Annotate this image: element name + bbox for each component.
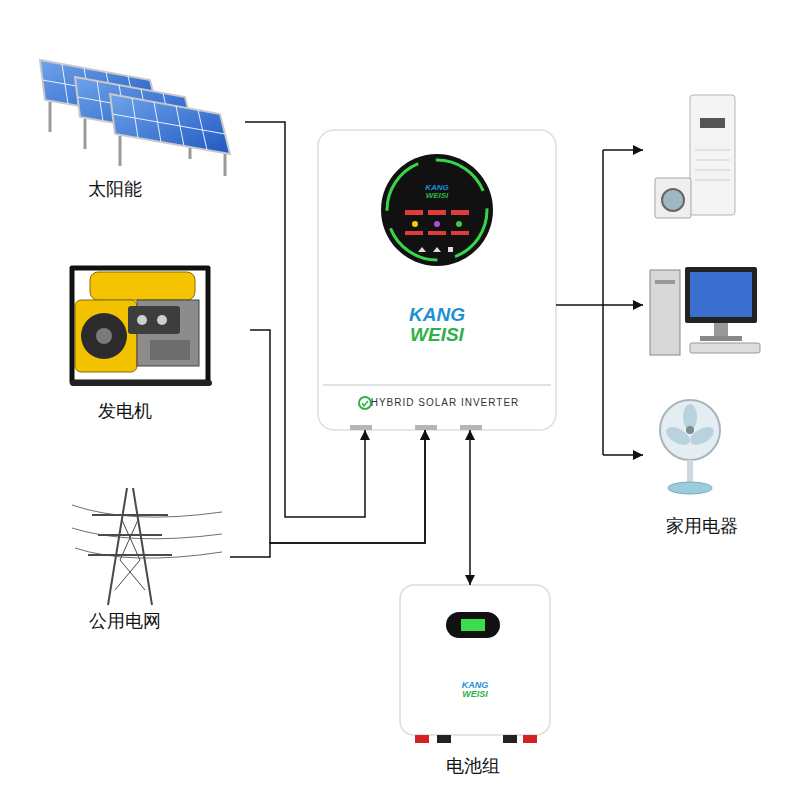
appliances-picture-part-part xyxy=(695,160,730,161)
inverter-picture-part xyxy=(318,130,556,430)
connector-arrow xyxy=(230,430,425,557)
appliances-picture-part xyxy=(690,343,760,353)
brand-logo: KANG WEISI xyxy=(425,184,449,201)
connectors xyxy=(230,122,643,585)
power-tower-picture xyxy=(72,488,222,605)
generator-picture-part xyxy=(157,315,167,325)
inverter-picture-part xyxy=(451,231,469,235)
connector-arrow xyxy=(250,330,425,543)
battery-picture-part xyxy=(461,619,485,631)
product-label: HYBRID SOLAR INVERTER xyxy=(371,397,520,409)
generator-picture-part xyxy=(96,328,112,344)
grid-source: 公用电网 xyxy=(70,470,230,630)
appliances-picture-part xyxy=(695,150,730,180)
battery-picture-part xyxy=(437,735,451,743)
inverter-picture-part xyxy=(405,210,423,215)
appliances-picture-part xyxy=(685,267,757,323)
generator-picture-part xyxy=(90,272,195,300)
node-label: 发电机 xyxy=(98,401,152,423)
battery-box: KANG WEISI电池组 xyxy=(400,585,550,735)
generator-picture-part xyxy=(150,340,190,360)
inverter-picture-part xyxy=(428,210,446,215)
generator-picture-part xyxy=(81,313,127,359)
node-label: 家用电器 xyxy=(666,516,738,538)
generator-picture-part xyxy=(128,306,180,334)
appliances-picture-part xyxy=(655,178,691,218)
appliances-picture-part xyxy=(686,426,694,434)
appliances-picture-part xyxy=(668,482,712,494)
inverter-picture-part xyxy=(405,231,423,235)
inverter-picture-part xyxy=(418,247,453,252)
appliances-picture-part-part xyxy=(695,170,730,171)
appliances-picture-part xyxy=(690,272,752,317)
inverter-picture-part xyxy=(362,401,368,406)
solar-panels xyxy=(40,60,230,176)
battery-picture-part xyxy=(523,735,537,743)
appliances-picture-part xyxy=(662,189,684,211)
appliances-picture-part xyxy=(700,336,742,341)
node-label: 公用电网 xyxy=(89,611,161,633)
inverter-picture-part xyxy=(412,221,418,227)
connector-arrow xyxy=(469,430,471,585)
output-branches xyxy=(603,150,643,455)
output-branches-part xyxy=(603,149,643,151)
generator-picture-part xyxy=(137,315,147,325)
appliances-picture-part-part xyxy=(695,150,730,151)
brand-logo: KANG WEISI xyxy=(409,305,465,345)
inverter-picture-part xyxy=(451,210,469,215)
inverter-picture-part xyxy=(460,425,482,430)
inverter-picture-part xyxy=(434,221,440,227)
generator-picture-part xyxy=(70,380,212,386)
appliances-picture-part xyxy=(650,270,680,355)
output-branches-part xyxy=(602,150,604,455)
node-label: 太阳能 xyxy=(88,179,142,201)
brand-logo: KANG WEISI xyxy=(462,681,489,700)
power-tower-picture-part xyxy=(72,505,222,558)
connector-arrow xyxy=(245,122,365,517)
connector-arrow xyxy=(556,304,643,306)
battery-picture xyxy=(400,585,550,743)
appliances-picture-part xyxy=(690,95,735,215)
node-label: 电池组 xyxy=(446,756,500,778)
appliances-picture-part xyxy=(655,280,675,284)
solar-panel xyxy=(110,94,230,176)
inverter-picture-part xyxy=(415,425,437,430)
appliances-picture xyxy=(650,95,760,494)
inverter-box: KANG WEISI KANG WEISI HYBRID SOLAR INVERTE… xyxy=(318,130,556,430)
appliances-group: 家用电器 xyxy=(643,90,788,550)
inverter-picture-part xyxy=(381,154,493,266)
inverter-picture-part xyxy=(323,384,551,386)
appliances-picture-part xyxy=(700,118,725,128)
generator-source: 发电机 xyxy=(55,265,250,430)
inverter-picture-part xyxy=(387,160,487,260)
inverter-picture xyxy=(318,130,556,430)
solar-source: 太阳能 xyxy=(30,55,245,215)
inverter-picture-part xyxy=(428,231,446,235)
inverter-picture-part xyxy=(350,425,372,430)
generator-picture-part xyxy=(72,268,208,382)
battery-picture-part xyxy=(415,735,429,743)
output-branches-part xyxy=(603,454,643,456)
battery-picture-part xyxy=(446,612,500,638)
power-tower-picture-part xyxy=(92,514,168,516)
power-tower-picture-part xyxy=(115,520,145,590)
appliances-picture-part-part xyxy=(695,180,730,181)
generator-picture-part xyxy=(75,300,137,372)
appliances-picture-part xyxy=(714,323,728,336)
inverter-picture-part xyxy=(456,221,462,227)
generator-picture xyxy=(70,268,212,386)
battery-picture-part xyxy=(400,585,550,735)
appliances-picture-part xyxy=(660,400,720,460)
inverter-picture-part xyxy=(359,397,371,409)
battery-picture-part xyxy=(503,735,517,743)
